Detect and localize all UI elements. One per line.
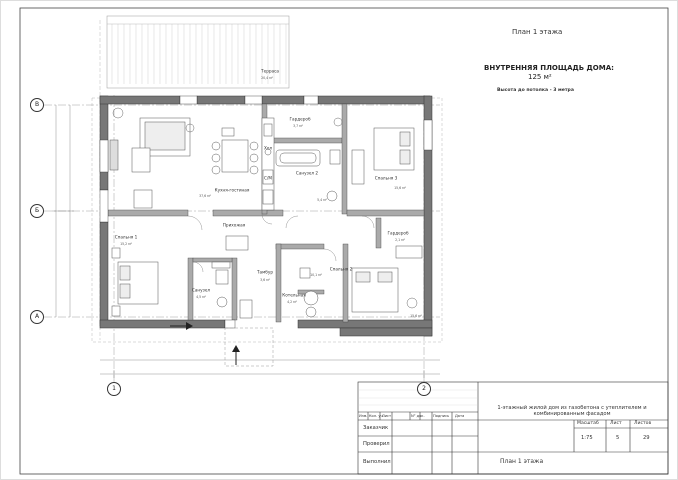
drawing-name: План 1 этажа [500, 458, 544, 465]
rev-col-date: Дата [455, 414, 465, 418]
tv-unit [109, 139, 119, 171]
area-boiler: 4,2 м² [287, 300, 297, 304]
boiler-equipment [299, 267, 319, 318]
header-sheets: Листов [634, 421, 652, 426]
plants [112, 107, 418, 309]
floor-title: План 1 этажа [512, 28, 563, 36]
area-kitchen-living: 37,6 м² [199, 194, 211, 198]
label-washing-machine: С/М [264, 175, 272, 181]
area-hall: 10,1 м² [310, 273, 322, 277]
rev-col-doc: N° док. [411, 414, 425, 418]
dining-table [211, 127, 259, 175]
room-bedroom-1: Спальня 1 [114, 234, 138, 240]
hall-closet [225, 235, 253, 319]
customer-label: Заказчик [363, 425, 389, 431]
sheet-frame [19, 7, 669, 475]
area-heading: ВНУТРЕННЯЯ ПЛОЩАДЬ ДОМА: [484, 64, 614, 72]
room-bedroom-2: Спальня 2 [329, 266, 353, 272]
axis-col-1: 1 [107, 382, 121, 396]
header-scale: Масштаб [577, 421, 599, 426]
axis-row-b: Б [30, 204, 44, 218]
rev-col-change: Изм. [359, 414, 368, 418]
value-sheets: 29 [643, 435, 650, 441]
value-sheet: 5 [616, 435, 620, 441]
checked-label: Проверил [363, 441, 390, 447]
room-bath-2: Санузел 2 [295, 170, 319, 176]
area-bath-2: 5,4 м² [317, 198, 327, 202]
bath2-fixtures [275, 149, 341, 202]
room-wardrobe-1: Гардероб [289, 116, 311, 122]
rev-col-sheet: Лист [382, 414, 392, 418]
value-scale: 1:75 [581, 435, 593, 441]
header-sheet: Лист [610, 421, 622, 426]
entrance-porch [170, 322, 274, 367]
room-terrace: Терраса [261, 68, 279, 74]
room-kitchen-living: Кухня-гостиная [214, 187, 250, 193]
label-fridge: Хол [263, 145, 273, 151]
area-value: 125 м² [528, 73, 552, 81]
title-block [357, 381, 669, 475]
room-vestibule: Тамбур [256, 269, 274, 275]
door-swings [187, 213, 375, 273]
bedroom1-bed [111, 247, 159, 317]
axis-row-a: А [30, 310, 44, 324]
rev-col-signature: Подпись [433, 414, 450, 418]
axis-col-2: 2 [417, 382, 431, 396]
area-terrace: 20,4 м² [261, 76, 273, 80]
area-bedroom-1: 15,2 м² [120, 242, 132, 246]
terrace [99, 15, 290, 340]
armchair [133, 189, 153, 209]
room-boiler: Котельная [282, 292, 306, 298]
kitchen-counter [261, 117, 275, 211]
bedroom3-bed [351, 127, 415, 185]
area-bedroom-2: 15,6 м² [410, 314, 422, 318]
room-bath-1: Санузел [191, 287, 211, 293]
bedroom2-bed [351, 245, 423, 313]
bath1-fixtures [211, 261, 231, 308]
ceiling-height: Высота до потолка - 3 метра [497, 88, 574, 93]
area-bedroom-3: 15,6 м² [394, 186, 406, 190]
project-description: 1-этажный жилой дом из газобетона с утеп… [497, 405, 647, 417]
area-vestibule: 3,6 м² [260, 278, 270, 282]
room-wardrobe-2: Гардероб [387, 230, 409, 236]
sofa [131, 117, 191, 173]
room-bedroom-3: Спальня 3 [374, 175, 398, 181]
rev-col-count: Кол. уч. [369, 414, 384, 418]
room-hall: Прихожая [222, 222, 246, 228]
done-label: Выполнил [363, 459, 391, 465]
area-wardrobe-1: 3,7 м² [293, 124, 303, 128]
axis-row-v: В [30, 98, 44, 112]
windows [99, 95, 433, 329]
area-bath-1: 4,5 м² [196, 295, 206, 299]
area-wardrobe-2: 2,1 м² [395, 238, 405, 242]
